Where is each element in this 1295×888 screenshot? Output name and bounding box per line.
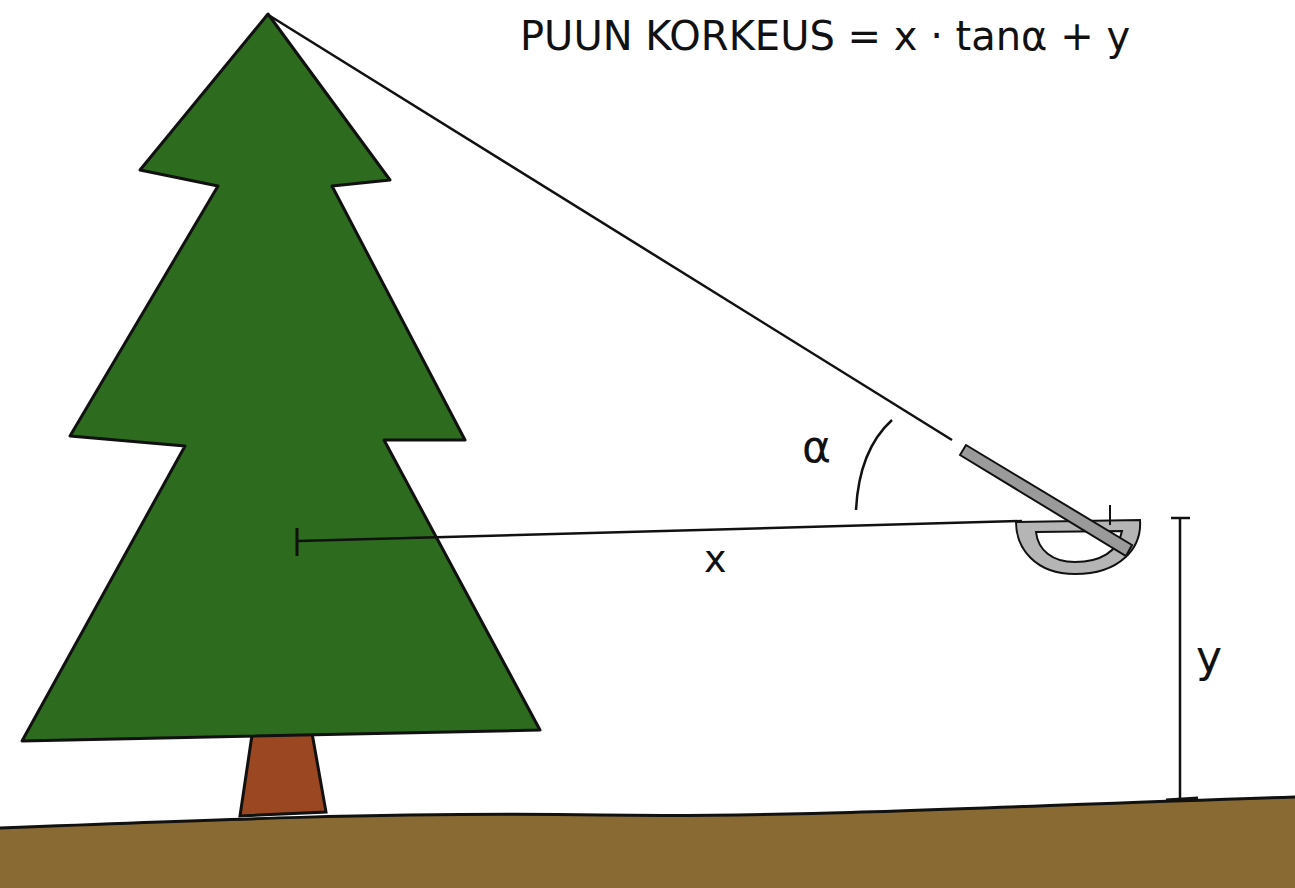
height-tick xyxy=(1171,517,1190,520)
distance-label: x xyxy=(704,540,727,578)
tree-trunk xyxy=(240,733,326,816)
height-label: y xyxy=(1196,635,1222,679)
distance-tick xyxy=(296,528,299,556)
formula: PUUN KORKEUS = x · tanα + y xyxy=(520,16,1130,56)
plumb-mark xyxy=(1109,505,1111,525)
distance-line xyxy=(298,521,1022,541)
height-line xyxy=(1179,518,1182,800)
sight-rod xyxy=(960,445,1132,556)
tree-crown xyxy=(22,14,540,741)
angle-arc xyxy=(856,420,892,510)
sight-line xyxy=(270,16,952,440)
height-tick xyxy=(1166,798,1198,800)
ground xyxy=(0,797,1295,888)
angle-label: α xyxy=(802,425,831,469)
ground-line xyxy=(0,797,1295,828)
